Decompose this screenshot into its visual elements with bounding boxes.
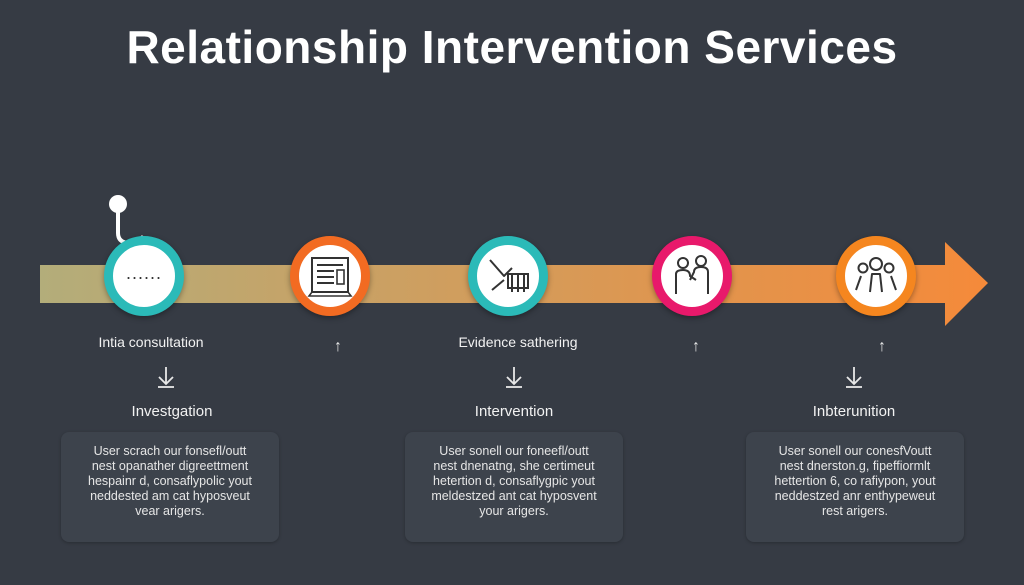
card-text-line: your arigers. <box>479 504 549 518</box>
step-label-evidence: Evidence sathering <box>458 334 578 350</box>
page-title: Relationship Intervention Services <box>126 21 898 73</box>
card-text-line: neddested am cat hyposveut <box>90 489 250 503</box>
people-meeting-icon <box>675 255 709 294</box>
card-text-line: hespainr d, consaflypolic yout <box>88 474 252 488</box>
down-arrow-icon <box>158 367 174 388</box>
up-arrow-icon: ↑ <box>692 338 700 355</box>
card-text-line: nest dnenatng, she certimeut <box>433 459 595 473</box>
card-text-line: hettertion 6, co rafiypon, yout <box>774 474 936 488</box>
up-arrow-icon: ↑ <box>878 338 886 355</box>
document-icon <box>307 257 353 297</box>
dots-icon: ...... <box>125 262 162 283</box>
step-circle-group <box>836 236 916 316</box>
description-card-investigation: User scrach our fonsefl/outt nest opanat… <box>61 432 279 542</box>
card-text-line: meldestzed ant cat hyposvent <box>431 489 597 503</box>
up-arrow-icon: ↑ <box>334 338 342 355</box>
step-circle-consultation: ...... <box>104 236 184 316</box>
card-text-line: User sonell our conesfVoutt <box>778 444 932 458</box>
down-arrow-icon <box>846 367 862 388</box>
card-text-line: User scrach our fonsefl/outt <box>93 444 247 458</box>
step-label-consultation: Intia consultation <box>98 334 204 350</box>
phase-title-intervention: Intervention <box>474 403 554 420</box>
card-text-line: rest arigers. <box>822 504 888 518</box>
phase-title-investigation: Investgation <box>131 403 213 420</box>
phase-title-inbterunition: Inbterunition <box>812 403 896 420</box>
down-arrow-icon <box>506 367 522 388</box>
step-circle-meeting <box>652 236 732 316</box>
card-text-line: neddestzed anr enthypeweut <box>774 489 936 503</box>
card-text-line: vear arigers. <box>135 504 205 518</box>
card-text-line: nest dnerston.g, fipeffiormlt <box>779 459 931 473</box>
card-text-line: nest opanather digreettment <box>91 459 249 473</box>
group-icon <box>855 257 897 293</box>
description-card-inbterunition: User sonell our conesfVoutt nest dnersto… <box>746 432 964 542</box>
step-circle-evidence <box>468 236 548 316</box>
card-text-line: hetertion d, consaflygpic yout <box>433 474 595 488</box>
card-text-line: User sonell our foneefl/outt <box>439 444 589 458</box>
handshake-tool-icon <box>489 259 529 292</box>
step-circle-document <box>290 236 370 316</box>
description-card-intervention: User sonell our foneefl/outt nest dnenat… <box>405 432 623 542</box>
